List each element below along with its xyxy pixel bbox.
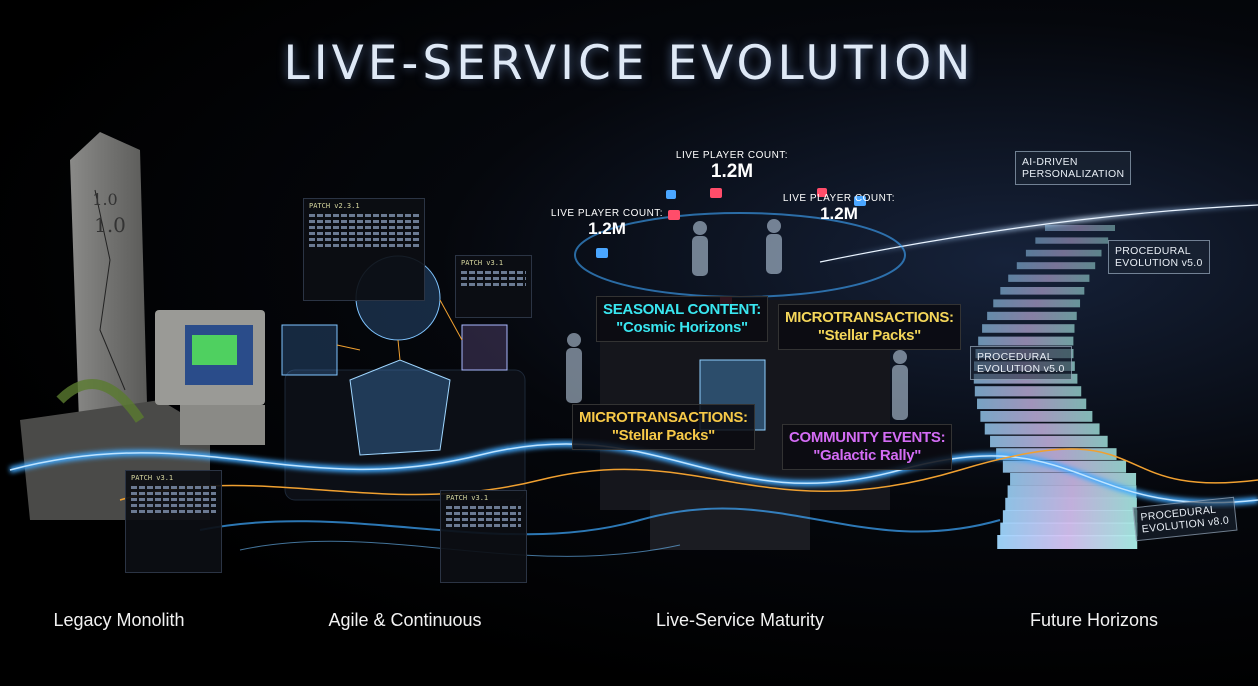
stair-step — [996, 448, 1117, 460]
stair-step — [987, 311, 1077, 321]
player-count-value: 1.2M — [588, 219, 626, 238]
stair-step — [990, 435, 1108, 448]
stair-step — [1010, 473, 1137, 486]
stair-step — [1045, 225, 1115, 231]
patch-label: PATCH v3.1 — [131, 474, 174, 482]
panel-line: AI-DRIVEN — [1022, 156, 1078, 168]
live-player-count-right: LIVE PLAYER COUNT:1.2M — [783, 193, 895, 224]
sign-title: MICROTRANSACTIONS: — [579, 409, 748, 426]
sign-subtitle: "Stellar Packs" — [611, 427, 715, 444]
player-count-label: LIVE PLAYER COUNT: — [550, 208, 664, 219]
patch-panel: PATCH v3.1 — [125, 470, 222, 573]
panel-line: PROCEDURAL — [977, 351, 1053, 363]
sign-microtransactions-bottom: MICROTRANSACTIONS:"Stellar Packs" — [572, 404, 755, 450]
retro-computer — [155, 310, 265, 445]
stair-step — [1025, 249, 1102, 257]
stair-step — [1000, 287, 1085, 295]
live-service-tower — [566, 188, 908, 550]
stair-step — [974, 386, 1082, 397]
stage-label-future-horizons: Future Horizons — [1029, 610, 1159, 630]
stage-label-live-service-maturity: Live-Service Maturity — [655, 610, 825, 630]
sign-microtransactions-top: MICROTRANSACTIONS:"Stellar Packs" — [778, 304, 961, 350]
stair-step — [980, 411, 1093, 422]
monolith-version-bottom: 1.0 — [94, 213, 126, 237]
stair-step — [982, 324, 1075, 333]
player-count-value: 1.2M — [820, 204, 858, 223]
stair-step — [1016, 262, 1096, 270]
stair-step — [997, 535, 1138, 549]
stair-step — [1000, 522, 1138, 537]
page-title: LIVE-SERVICE EVOLUTION — [283, 36, 975, 91]
stage-label-legacy-monolith: Legacy Monolith — [53, 610, 185, 630]
stair-step — [1035, 237, 1109, 244]
panel-line: EVOLUTION v5.0 — [977, 363, 1065, 375]
patch-label: PATCH v3.1 — [461, 259, 504, 267]
stair-step — [978, 336, 1074, 346]
stair-step — [993, 299, 1081, 308]
panel-line: PERSONALIZATION — [1022, 168, 1125, 180]
sign-title: COMMUNITY EVENTS: — [789, 429, 946, 446]
sign-title: MICROTRANSACTIONS: — [785, 309, 954, 326]
patch-panel: PATCH v3.1 — [440, 490, 527, 583]
stair-step — [1007, 485, 1137, 499]
panel-line: PROCEDURAL — [1115, 245, 1191, 257]
sign-title: SEASONAL CONTENT: — [603, 301, 761, 318]
stair-step — [984, 423, 1100, 435]
panel-line: EVOLUTION v5.0 — [1115, 257, 1203, 269]
patch-label: PATCH v3.1 — [446, 494, 489, 502]
stage-label-agile-continuous: Agile & Continuous — [328, 610, 482, 630]
sign-subtitle: "Stellar Packs" — [817, 327, 921, 344]
sign-seasonal-content: SEASONAL CONTENT:"Cosmic Horizons" — [596, 296, 768, 342]
patch-panel: PATCH v2.3.1 — [303, 198, 425, 301]
data-stream — [9, 440, 1258, 557]
patch-panel: PATCH v3.1 — [455, 255, 532, 318]
stair-step — [1002, 510, 1138, 524]
player-count-label: LIVE PLAYER COUNT: — [782, 193, 896, 204]
stair-step — [1008, 274, 1090, 282]
player-count-label: LIVE PLAYER COUNT: — [675, 150, 789, 161]
horizon-line — [819, 204, 1258, 263]
stair-step — [1005, 497, 1137, 511]
player-count-value: 1.2M — [710, 161, 754, 182]
live-player-count-left: LIVE PLAYER COUNT:1.2M — [551, 208, 663, 239]
monolith-version-top: 1.0 — [92, 190, 117, 209]
sign-subtitle: "Cosmic Horizons" — [616, 319, 748, 336]
sign-community-events: COMMUNITY EVENTS:"Galactic Rally" — [782, 424, 953, 470]
stair-step — [977, 398, 1087, 410]
live-player-count-top: LIVE PLAYER COUNT:1.2M — [676, 150, 788, 183]
patch-label: PATCH v2.3.1 — [309, 202, 360, 210]
sign-subtitle: "Galactic Rally" — [813, 447, 922, 464]
